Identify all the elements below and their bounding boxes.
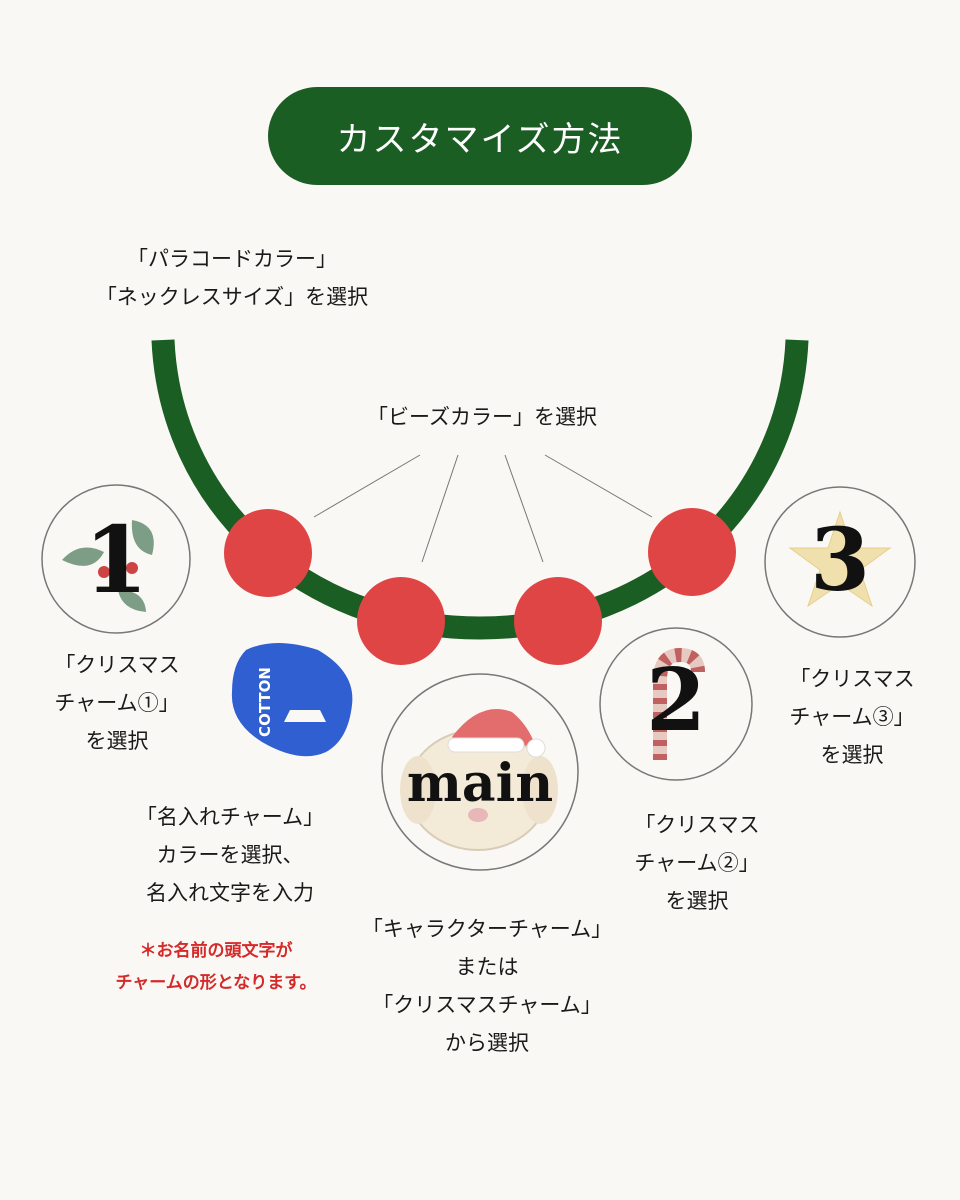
main-line-1: 「キャラクターチャーム」 bbox=[361, 917, 613, 941]
main-step-text: 「キャラクターチャーム」 または 「クリスマスチャーム」 から選択 bbox=[362, 910, 612, 1062]
charm-3-step-text: 「クリスマス チャーム③」 を選択 bbox=[789, 660, 914, 774]
page-title: カスタマイズ方法 bbox=[336, 119, 624, 160]
charm-3-line-2: チャーム③」 bbox=[789, 705, 915, 729]
name-charm-tag: COTTON bbox=[231, 643, 353, 757]
candy-cane-icon bbox=[653, 647, 705, 760]
paracord-necklace bbox=[151, 339, 809, 640]
name-charm-note-1: ＊お名前の頭文字が bbox=[139, 941, 293, 961]
charm-1-line-2: チャーム①」 bbox=[54, 691, 180, 715]
beads-step-text: 「ビーズカラー」を選択 bbox=[367, 398, 597, 436]
dog-face-icon bbox=[400, 729, 558, 851]
charm-3-number: 3 bbox=[810, 510, 870, 611]
bead-leader-lines bbox=[313, 454, 653, 563]
name-charm-line-1: 「名入れチャーム」 bbox=[135, 805, 325, 829]
leader-line bbox=[421, 454, 459, 563]
charm-2-line-3: を選択 bbox=[665, 889, 729, 913]
main-charm-badge: main bbox=[381, 673, 579, 871]
bead-3 bbox=[514, 577, 602, 665]
charm-2-number: 2 bbox=[646, 650, 706, 751]
charm-2-line-2: チャーム②」 bbox=[634, 851, 760, 875]
holly-icon bbox=[62, 520, 154, 612]
star-icon bbox=[788, 510, 892, 608]
charm-3-badge: 3 bbox=[764, 486, 916, 638]
charm-1-step-text: 「クリスマス チャーム①」 を選択 bbox=[54, 646, 179, 760]
paracord-line-2: 「ネックレスサイズ」を選択 bbox=[95, 285, 369, 309]
main-label: main bbox=[407, 753, 553, 814]
main-line-2: または bbox=[455, 955, 519, 979]
charm-1-number: 1 bbox=[84, 506, 148, 614]
charm-3-line-3: を選択 bbox=[820, 743, 884, 767]
charm-1-line-1: 「クリスマス bbox=[54, 653, 180, 677]
main-line-4: から選択 bbox=[444, 1031, 529, 1055]
leader-line bbox=[504, 454, 544, 563]
charm-2-badge: 2 bbox=[599, 627, 753, 781]
charm-1-badge: 1 bbox=[41, 484, 191, 634]
paracord-step-text: 「パラコードカラー」 「ネックレスサイズ」を選択 bbox=[96, 240, 368, 316]
leader-line bbox=[544, 454, 653, 518]
charm-2-line-1: 「クリスマス bbox=[634, 813, 760, 837]
santa-hat-icon bbox=[447, 709, 546, 758]
charm-2-step-text: 「クリスマス チャーム②」 を選択 bbox=[634, 806, 759, 920]
bead-2 bbox=[357, 577, 445, 665]
name-charm-line-3: 名入れ文字を入力 bbox=[145, 881, 314, 905]
charm-3-line-1: 「クリスマス bbox=[789, 667, 915, 691]
beads-line-1: 「ビーズカラー」を選択 bbox=[367, 405, 597, 429]
bead-1 bbox=[224, 509, 312, 597]
bead-4 bbox=[648, 508, 736, 596]
title-banner: カスタマイズ方法 bbox=[268, 87, 692, 185]
leader-line bbox=[313, 454, 421, 518]
name-charm-step-text: 「名入れチャーム」 カラーを選択、 名入れ文字を入力 bbox=[136, 798, 324, 912]
name-charm-note-2: チャームの形となります。 bbox=[115, 973, 317, 993]
name-charm-line-2: カラーを選択、 bbox=[156, 843, 304, 867]
charm-1-line-3: を選択 bbox=[85, 729, 149, 753]
paracord-line-1: 「パラコードカラー」 bbox=[127, 247, 337, 271]
name-charm-note: ＊お名前の頭文字が チャームの形となります。 bbox=[115, 935, 316, 999]
cotton-tag-text: COTTON bbox=[256, 667, 274, 737]
main-line-3: 「クリスマスチャーム」 bbox=[372, 993, 602, 1017]
